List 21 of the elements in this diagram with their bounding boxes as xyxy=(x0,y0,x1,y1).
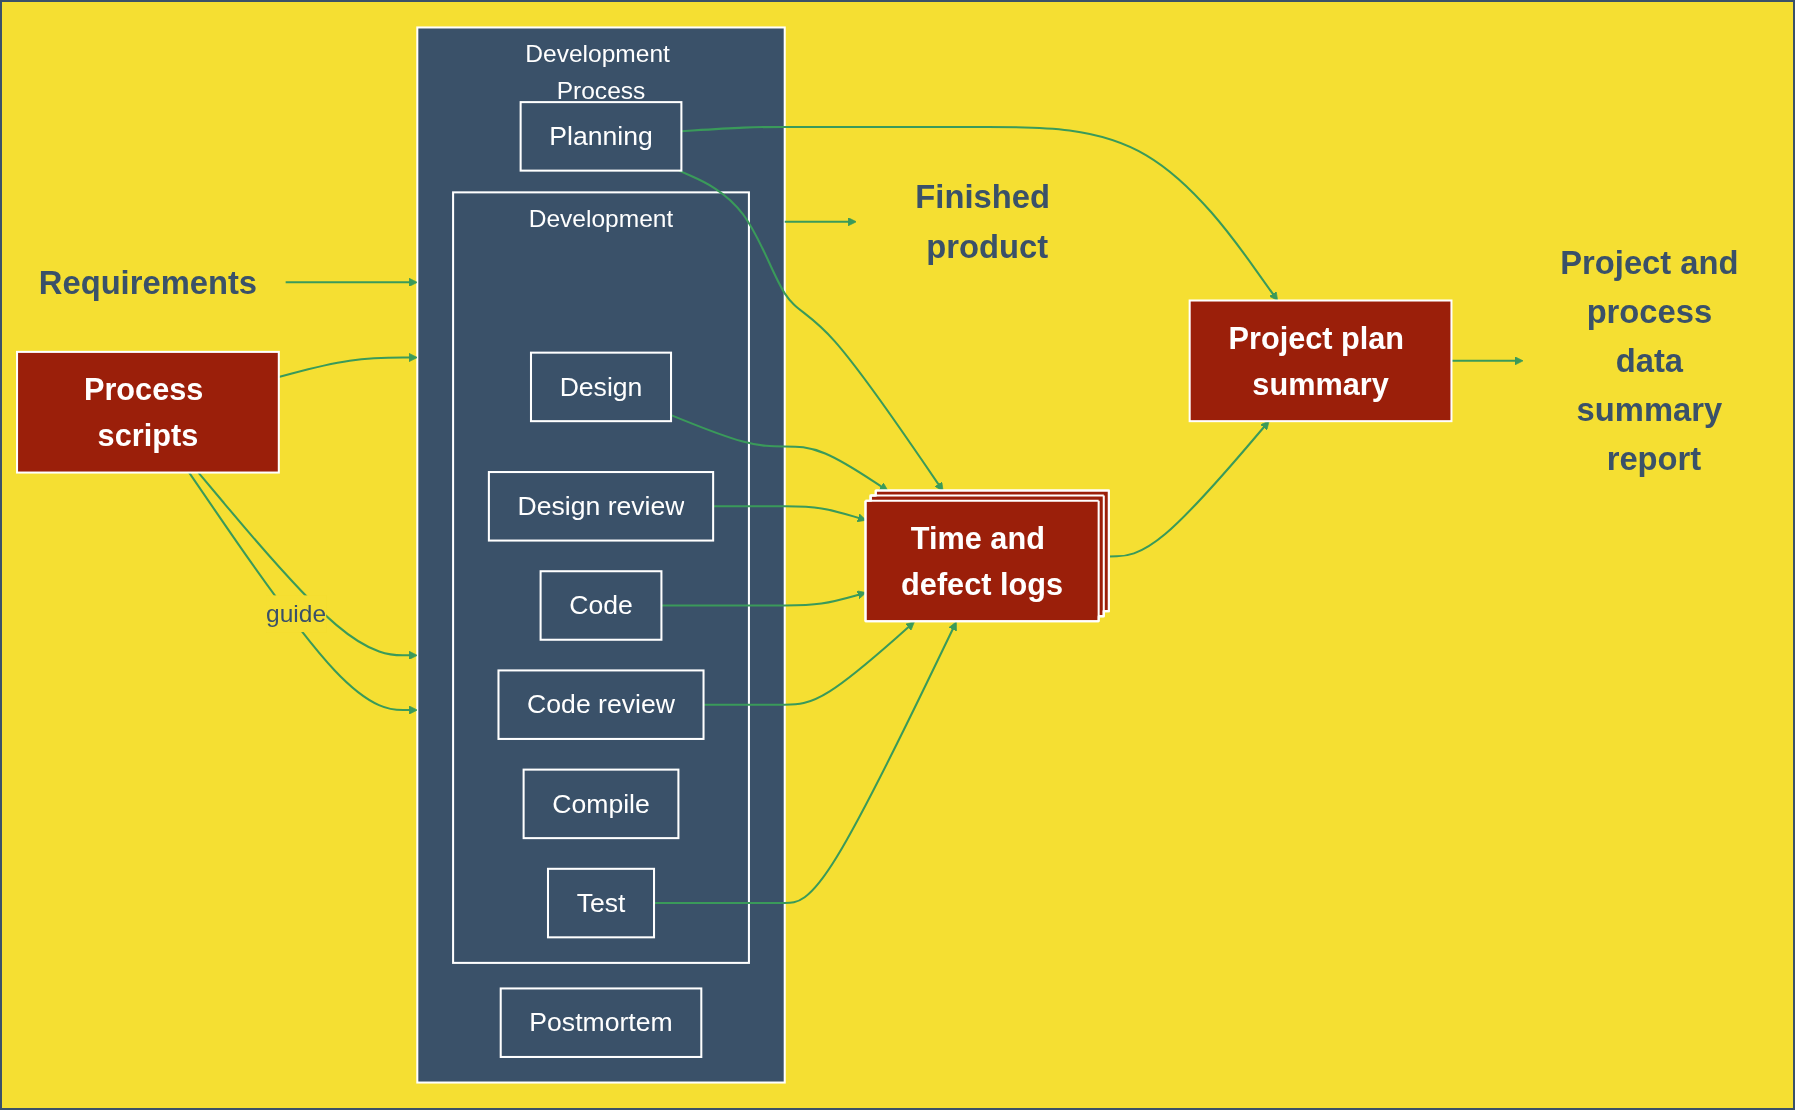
node-text: Finished product xyxy=(915,178,1050,265)
node-box: Code review xyxy=(497,669,705,740)
arrow xyxy=(681,125,1278,301)
arrow xyxy=(1451,356,1524,366)
arrow xyxy=(654,621,957,905)
node-box: Postmortem xyxy=(499,987,703,1058)
node-box: Test xyxy=(546,867,656,939)
node-box: Project plan summary xyxy=(1188,299,1453,423)
arrow xyxy=(285,277,418,287)
node-text: Project and process data summary report xyxy=(1560,244,1739,478)
arrow xyxy=(784,217,857,227)
arrow xyxy=(703,621,915,706)
node-box: Process scripts xyxy=(16,350,280,474)
node-box: Code xyxy=(539,570,663,641)
edge-label: guide xyxy=(266,599,327,628)
node-text: Requirements xyxy=(38,263,258,301)
arrow xyxy=(278,353,418,379)
node-box: Design xyxy=(529,351,673,423)
node-box: Design review xyxy=(487,471,715,542)
node-box: Compile xyxy=(522,768,680,840)
node-box: Planning xyxy=(519,101,683,172)
